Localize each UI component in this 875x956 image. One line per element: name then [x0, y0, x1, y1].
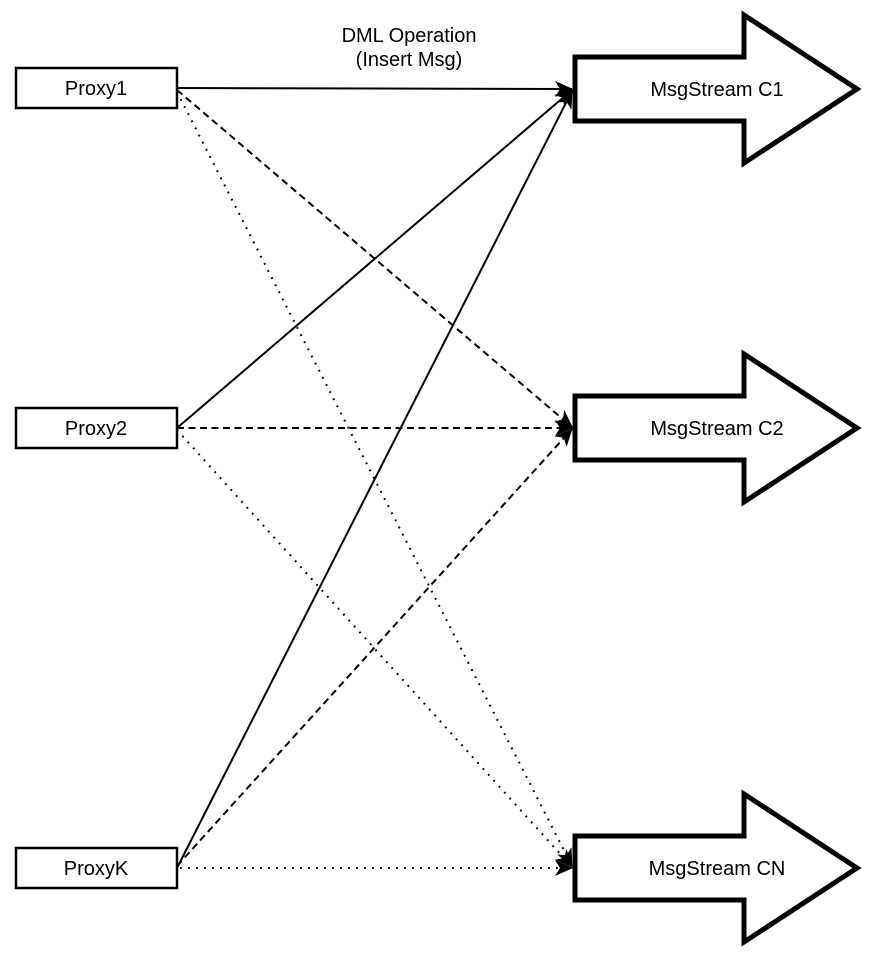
node-proxyk: ProxyK: [14, 846, 179, 890]
msgstream-c2-arrow-shape: [572, 349, 862, 507]
msgstream-cn-arrow-shape: [572, 789, 862, 947]
node-msgstream-c2: MsgStream C2: [572, 349, 862, 507]
proxy2-label: Proxy2: [65, 418, 127, 440]
connector-proxy1-to-c2: [176, 89, 573, 428]
node-proxy2: Proxy2: [14, 406, 179, 450]
msgstream-c1-arrow-shape: [572, 10, 862, 168]
msgstream-c1-label: MsgStream C1: [650, 79, 783, 101]
edge-label-line1: DML Operation: [342, 25, 477, 47]
edge-label-line2: (Insert Msg): [356, 49, 463, 71]
connector-proxyk-to-c1: [176, 90, 573, 869]
node-msgstream-cn: MsgStream CN: [572, 789, 862, 947]
proxyk-box: [14, 846, 179, 890]
proxy2-box: [14, 406, 179, 450]
msgstream-c2-label: MsgStream C2: [650, 418, 783, 440]
proxy1-label: Proxy1: [65, 78, 127, 100]
node-msgstream-c1: MsgStream C1: [572, 10, 862, 168]
node-proxy1: Proxy1: [14, 66, 179, 110]
proxyk-label: ProxyK: [64, 858, 129, 880]
connector-proxy1-to-c1: [176, 80, 573, 97]
connector-proxy1-to-cn: [176, 91, 573, 867]
connector-proxyk-to-c2: [176, 428, 573, 867]
proxy1-box: [14, 66, 179, 110]
msgstream-cn-label: MsgStream CN: [649, 858, 786, 880]
